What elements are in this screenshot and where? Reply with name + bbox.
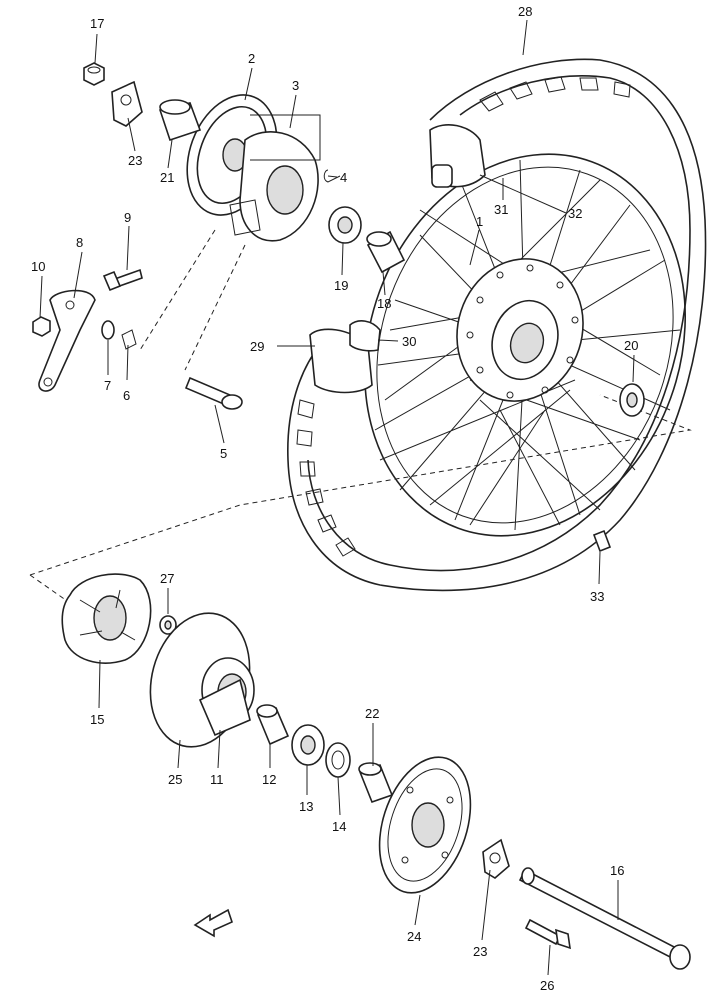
valve-cap (592, 529, 612, 553)
part-label: 8 (76, 235, 83, 250)
part-label: 25 (168, 772, 182, 787)
brake-adjuster (184, 376, 243, 410)
washer-7 (101, 320, 115, 340)
oil-seal (325, 742, 351, 778)
bearing-13 (291, 724, 325, 766)
part-label: 32 (568, 206, 582, 221)
rear-tire (287, 58, 707, 592)
part-label: 27 (160, 571, 174, 586)
part-label: 28 (518, 4, 532, 19)
spacer-12 (256, 704, 290, 746)
tire-tube (429, 124, 486, 188)
torque-link (38, 289, 96, 392)
part-label: 9 (124, 210, 131, 225)
part-label: 3 (292, 78, 299, 93)
part-label: 29 (250, 339, 264, 354)
part-label: 19 (334, 278, 348, 293)
part-label: 20 (624, 338, 638, 353)
assembly-guide-lines (29, 229, 692, 611)
part-label: 22 (365, 706, 379, 721)
part-label: 30 (402, 334, 416, 349)
brake-shoes (229, 114, 321, 242)
part-label: 4 (340, 170, 347, 185)
part-label: 17 (90, 16, 104, 31)
part-label: 24 (407, 929, 421, 944)
wheel-hub (456, 258, 584, 402)
cush-damper (61, 573, 152, 664)
part-label: 13 (299, 799, 313, 814)
rear-sprocket (378, 756, 472, 894)
bolt-9 (102, 268, 143, 292)
part-label: 11 (210, 772, 224, 787)
part-label: 23 (128, 153, 142, 168)
bushing-20 (619, 383, 645, 417)
rear-axle (518, 867, 691, 970)
part-label: 31 (494, 202, 508, 217)
part-label: 12 (262, 772, 276, 787)
part-label: 26 (540, 978, 554, 993)
cam-shaft (158, 99, 202, 142)
part-labels: 17 23 21 2 3 4 9 8 10 7 6 5 19 18 28 31 … (31, 4, 638, 993)
nut-17 (83, 62, 105, 86)
part-label: 1 (476, 214, 483, 229)
bolt-26 (524, 918, 571, 950)
part-label: 2 (248, 51, 255, 66)
part-label: 18 (377, 296, 391, 311)
nut-10 (32, 316, 51, 337)
part-label: 16 (610, 863, 624, 878)
part-label: 23 (473, 944, 487, 959)
lock-washer-lower (482, 838, 510, 879)
part-label: 6 (123, 388, 130, 403)
part-label: 21 (160, 170, 174, 185)
lock-washer-upper (111, 80, 143, 127)
part-label: 10 (31, 259, 45, 274)
part-label: 5 (220, 446, 227, 461)
spacer-18 (366, 230, 406, 274)
part-label: 7 (104, 378, 111, 393)
sprocket-carrier (149, 612, 255, 748)
cotter-pin (323, 169, 341, 183)
leader-lines (39, 19, 635, 976)
cotter-pin-6 (121, 329, 137, 350)
forward-arrow-icon (193, 908, 233, 938)
part-label: 14 (332, 819, 346, 834)
rim-band (309, 320, 381, 394)
bearing-19 (328, 206, 362, 244)
washer-27 (159, 615, 177, 635)
spacer-22 (358, 762, 394, 804)
part-label: 33 (590, 589, 604, 604)
part-label: 15 (90, 712, 104, 727)
